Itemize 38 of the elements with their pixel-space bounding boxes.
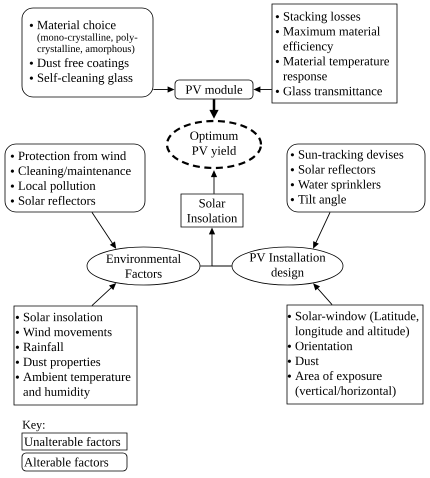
legend-entry: Alterable factors — [22, 452, 128, 472]
rounded-box: PV module — [174, 80, 254, 100]
list-item: Wind movements — [23, 327, 112, 336]
rectangle-box — [272, 4, 398, 104]
list-item: Water sprinklers — [298, 180, 380, 192]
list-item: Stacking losses — [284, 12, 360, 24]
list-item: Protection from wind — [18, 151, 126, 160]
list-item: Rainfall — [23, 342, 64, 352]
legend-title: Key: — [22, 420, 44, 432]
list-item: Cleaning/maintenance — [18, 166, 131, 178]
list-item: Solar-window (Latitude, longitude and altitude) — [295, 311, 418, 338]
list-item: Solar insolation — [24, 312, 103, 322]
list-item: Glass transmittance — [284, 86, 382, 96]
list-item: Solar reflectors — [298, 164, 376, 174]
rectangle-box — [286, 304, 424, 404]
list-item: Dust properties — [23, 358, 100, 369]
list-item: Dust free coatings — [37, 58, 129, 70]
rounded-box — [22, 8, 154, 98]
list-item: Sun-tracking devises — [298, 150, 404, 162]
item-detail: (mono-crystalline, poly-crystalline, amorphous) — [37, 33, 138, 54]
ellipse-node: PV Installation design — [232, 246, 344, 286]
list-item: Orientation — [296, 342, 352, 350]
list-item: Ambient temperature and humidity — [23, 372, 130, 399]
list-item: Area of exposure (vertical/horizontal) — [295, 371, 396, 398]
list-item: Maximum material efficiency — [283, 26, 380, 54]
rectangle-box — [14, 306, 138, 406]
list-item: Material temperature response — [283, 56, 389, 83]
legend-entry: Unalterable factors — [22, 432, 128, 450]
rounded-box — [4, 144, 146, 212]
list-item: Dust — [295, 356, 319, 366]
rectangle-box: Solar Insolation — [180, 194, 244, 228]
list-item: Self-cleaning glass — [38, 73, 132, 85]
ellipse-node: Environmental Factors — [86, 246, 200, 286]
rounded-box — [286, 144, 426, 212]
list-item: Local pollution — [18, 181, 96, 193]
list-item: Tilt angle — [298, 194, 346, 206]
list-item: Material choice — [37, 20, 116, 30]
list-item: Solar reflectors — [18, 196, 96, 205]
